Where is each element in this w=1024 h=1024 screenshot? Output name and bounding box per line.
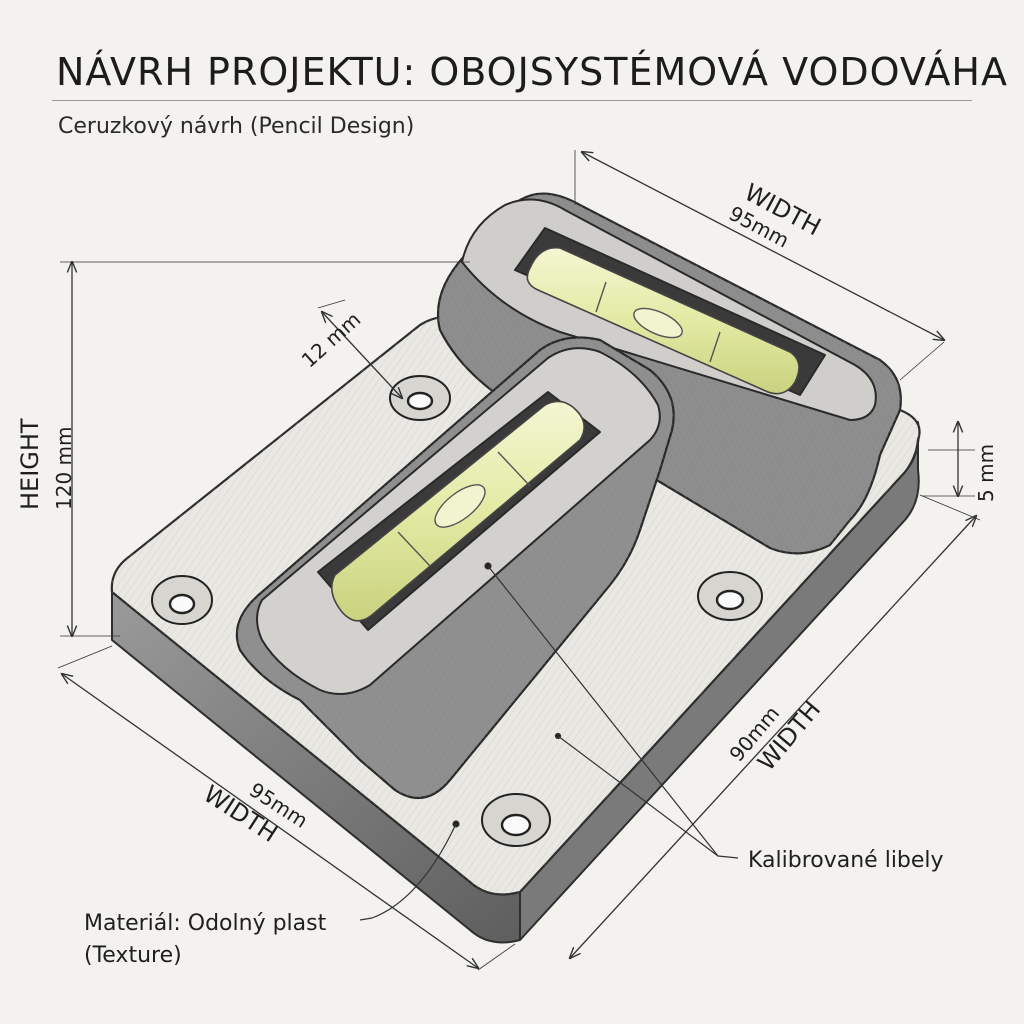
dim-thickness-value: 5 mm <box>974 443 998 502</box>
annotation-material-line2: (Texture) <box>84 942 182 968</box>
dimension-line-spacing <box>322 312 402 398</box>
page-subtitle: Ceruzkový návrh (Pencil Design) <box>58 114 415 139</box>
annotation-material-line1: Materiál: Odolný plast <box>84 911 327 936</box>
mounting-hole-right <box>697 571 763 621</box>
mounting-hole-bottom <box>481 793 551 847</box>
dim-label-thickness: 5 mm <box>974 443 998 502</box>
leader-lines <box>359 562 739 921</box>
dimension-line-width-top <box>582 152 944 340</box>
dimension-lines <box>57 150 981 971</box>
annotation-vials: Kalibrované libely <box>748 848 944 873</box>
leader-line-material <box>359 823 457 921</box>
title-underline <box>52 100 972 101</box>
page-title: NÁVRH PROJEKTU: OBOJSYSTÉMOVÁ VODOVÁHA <box>56 50 1009 94</box>
mounting-hole-left <box>151 575 213 625</box>
vial-bubble-front <box>434 484 486 528</box>
annotation-material: Materiál: Odolný plast (Texture) <box>84 908 326 972</box>
mounting-hole-top-left <box>389 375 451 421</box>
dimension-line-width-bottom <box>62 674 478 968</box>
dimension-line-width-right <box>570 516 976 958</box>
dim-height-value: 120 mm <box>52 426 76 511</box>
dim-height-label: HEIGHT <box>16 418 44 510</box>
dim-label-height: HEIGHT 120 mm <box>16 418 76 511</box>
